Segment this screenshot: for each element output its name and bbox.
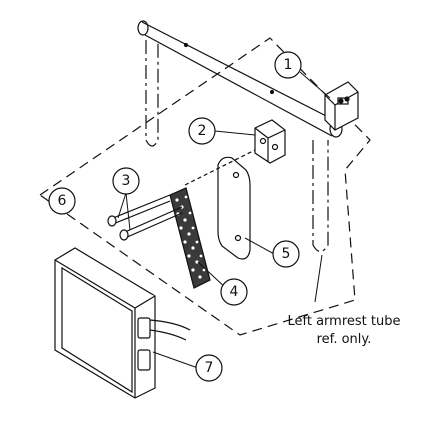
callout-6-label: 6: [58, 193, 67, 209]
mounting-plane-outline: [38, 37, 371, 336]
note-line-1: Left armrest tube: [288, 314, 401, 329]
part-4-pad: [169, 187, 211, 289]
part-3-screws: [107, 149, 256, 241]
part-1-clamp: [324, 81, 359, 131]
callout-2-label: 2: [198, 123, 207, 139]
note-line-2: ref. only.: [317, 332, 372, 347]
callout-5: 5: [272, 240, 300, 268]
callout-7-label: 7: [205, 360, 214, 376]
callout-2: 2: [188, 117, 216, 145]
callout-5-label: 5: [282, 246, 291, 262]
part-7-control-box: [54, 247, 191, 399]
reference-note: Left armrest tube ref. only.: [288, 314, 401, 347]
callout-1-label: 1: [284, 57, 293, 73]
leader-lines: [117, 71, 331, 369]
callout-7: 7: [195, 354, 223, 382]
armrest-tube: [137, 20, 343, 253]
callout-1: 1: [274, 51, 302, 79]
callout-6: 6: [48, 187, 76, 215]
callout-4: 4: [220, 278, 248, 306]
callout-3: 3: [112, 167, 140, 195]
part-5-plate: [217, 156, 251, 260]
callout-3-label: 3: [122, 173, 131, 189]
callout-4-label: 4: [230, 284, 239, 300]
part-2-block: [254, 119, 286, 164]
